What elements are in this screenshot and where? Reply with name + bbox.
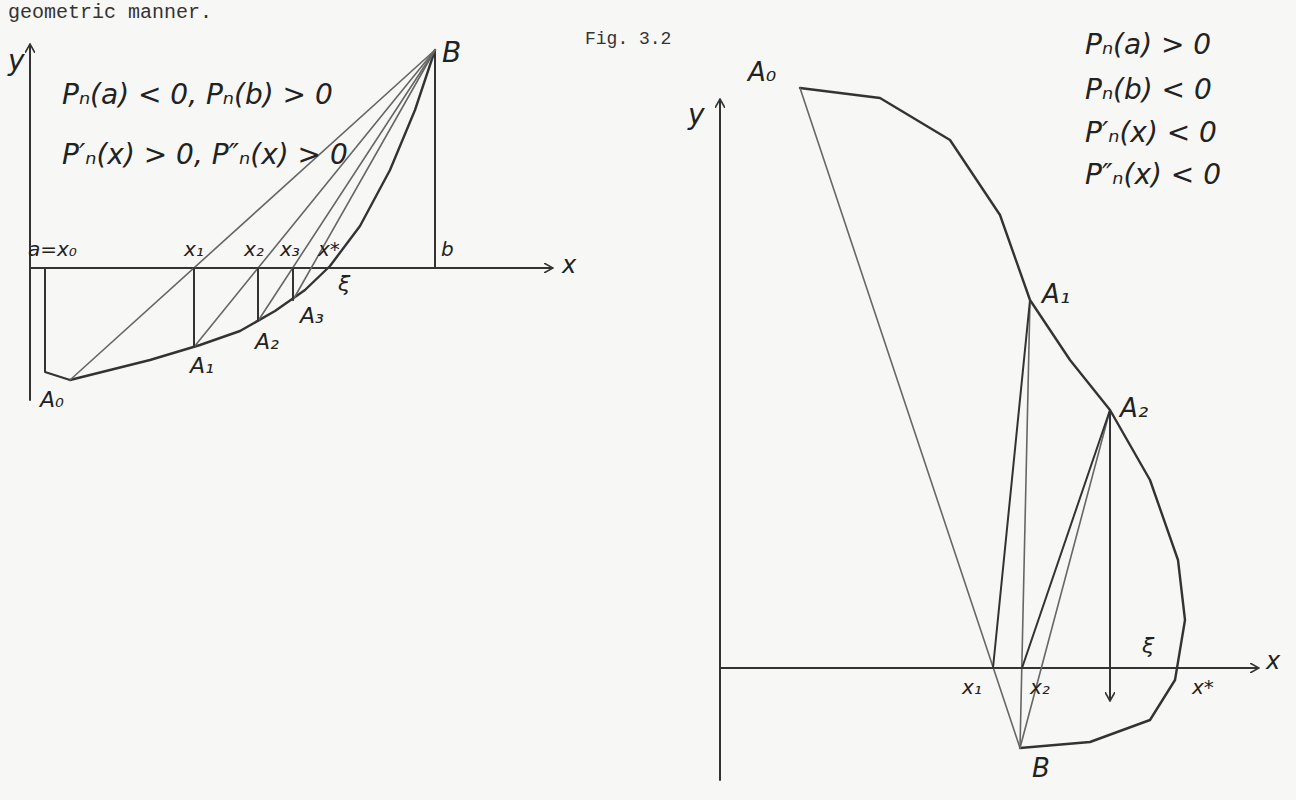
point-label: A₁ — [1042, 280, 1070, 309]
axis-label: y — [8, 46, 25, 77]
caption-text: geometric manner. — [8, 2, 212, 24]
point-label: A₀ — [40, 388, 64, 412]
axis-label: x — [1266, 648, 1280, 674]
condition-note: Pₙ(a) < 0, Pₙ(b) > 0 — [62, 80, 333, 111]
ordinate — [292, 268, 294, 300]
ordinate — [1109, 410, 1111, 700]
point-label: B — [1032, 754, 1050, 783]
condition-note: P′ₙ(x) > 0, P″ₙ(x) > 0 — [62, 140, 348, 171]
chord — [1020, 410, 1110, 748]
axis-label: x — [562, 252, 576, 278]
y-axis — [29, 45, 31, 400]
figure-number: Fig. 3.2 — [585, 30, 671, 50]
tick-label: x₂ — [244, 238, 264, 260]
axis-label: y — [688, 100, 705, 131]
condition-note: Pₙ(a) > 0 — [1085, 30, 1211, 61]
point-label: A₂ — [255, 330, 279, 354]
point-label: ξ — [1142, 634, 1154, 658]
ordinate — [193, 268, 195, 347]
chord — [1020, 300, 1030, 748]
x-axis — [30, 267, 552, 269]
y-axis — [719, 100, 721, 780]
point-label: ξ — [338, 272, 350, 296]
ordinate — [257, 268, 259, 321]
tick-label: a=x₀ — [28, 238, 77, 260]
ordinate — [993, 300, 1030, 668]
tick-label: x₁ — [962, 676, 982, 698]
guide-line — [45, 268, 70, 380]
tick-label: x₃ — [280, 238, 300, 260]
point-label: B — [442, 38, 461, 69]
chord — [800, 88, 1020, 748]
guide-line — [434, 50, 436, 268]
tick-label: x₂ — [1030, 676, 1050, 698]
condition-note: P′ₙ(x) < 0 — [1085, 118, 1217, 149]
tick-label: x* — [1192, 676, 1214, 698]
point-label: A₀ — [748, 58, 776, 87]
condition-note: Pₙ(b) < 0 — [1085, 75, 1212, 106]
point-label: A₃ — [300, 304, 324, 328]
tick-label: b — [441, 238, 454, 260]
point-label: A₂ — [1120, 394, 1148, 423]
tick-label: x* — [318, 238, 340, 260]
ordinate — [1022, 410, 1110, 668]
point-label: A₁ — [190, 354, 214, 378]
condition-note: P″ₙ(x) < 0 — [1085, 160, 1221, 191]
tick-label: x₁ — [184, 238, 204, 260]
